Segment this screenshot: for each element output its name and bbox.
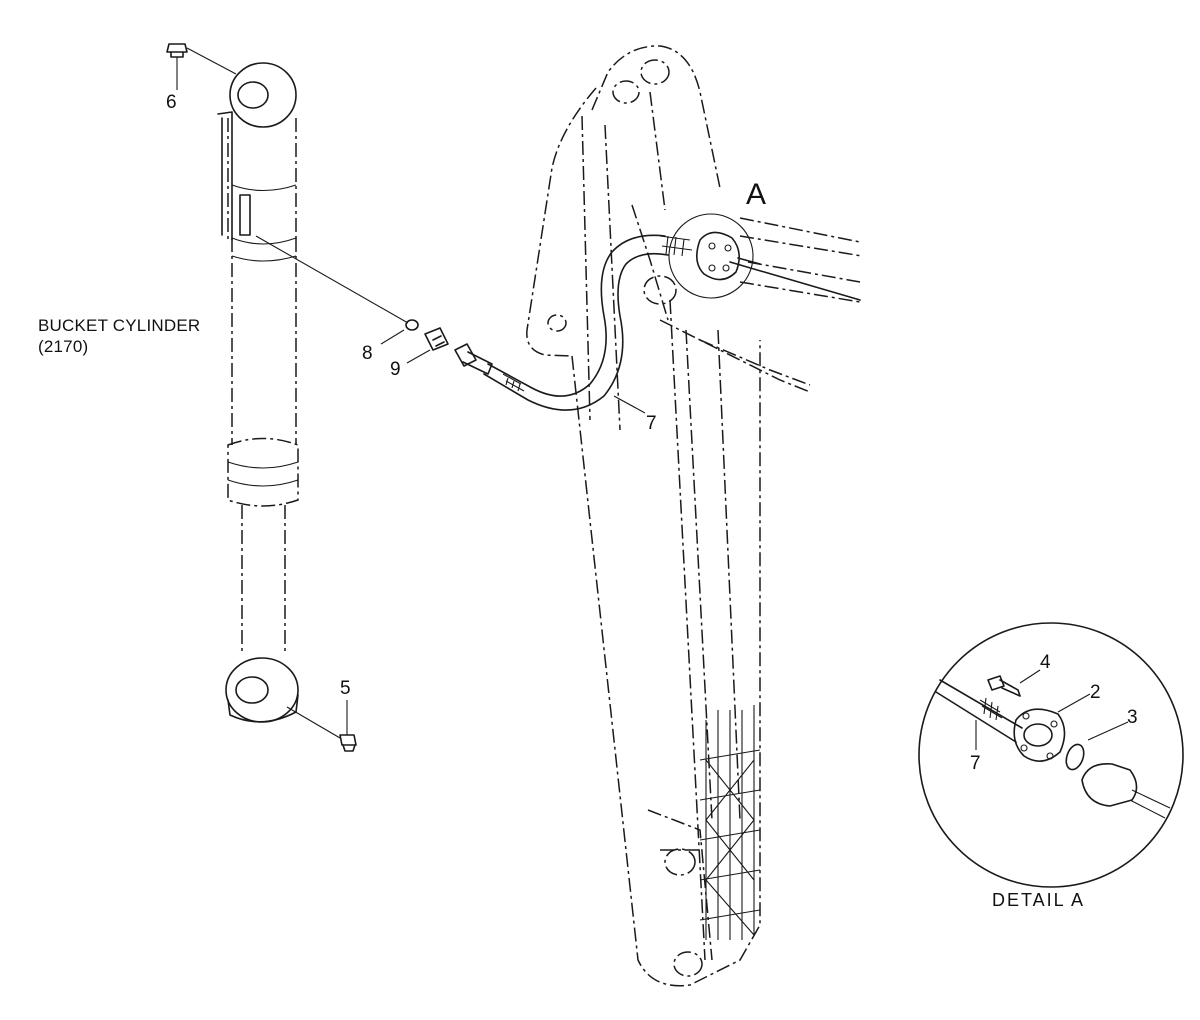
arm-phantom bbox=[526, 45, 811, 987]
leader-port bbox=[255, 235, 409, 324]
callout-5: 5 bbox=[340, 678, 351, 699]
grease-fitting-6 bbox=[166, 43, 237, 90]
cylinder-title-line1: BUCKET CYLINDER bbox=[38, 316, 201, 335]
grease-fitting-5 bbox=[286, 700, 357, 752]
callout-7-main: 7 bbox=[646, 413, 657, 434]
detail-a-inset bbox=[918, 622, 1184, 888]
callout-7-detail: 7 bbox=[970, 753, 981, 774]
bucket-cylinder bbox=[217, 62, 299, 723]
callout-4: 4 bbox=[1040, 652, 1051, 673]
callout-8: 8 bbox=[362, 343, 373, 364]
cylinder-title-line2: (2170) bbox=[38, 337, 89, 356]
detail-a-marker bbox=[668, 213, 761, 299]
callout-9: 9 bbox=[390, 359, 401, 380]
callout-3: 3 bbox=[1127, 707, 1138, 728]
callout-2: 2 bbox=[1090, 682, 1101, 703]
boom-phantom bbox=[729, 217, 863, 303]
detail-a-caption: DETAIL A bbox=[992, 890, 1086, 910]
adapter-fitting-9 bbox=[406, 327, 449, 364]
hose-7 bbox=[454, 234, 693, 414]
callout-6: 6 bbox=[166, 92, 177, 113]
detail-a-callout: A bbox=[746, 178, 767, 211]
o-ring-8 bbox=[380, 319, 419, 345]
